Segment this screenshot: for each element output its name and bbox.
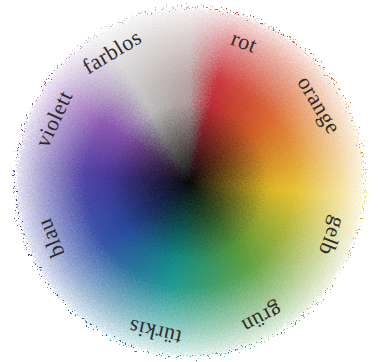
wheel-shading xyxy=(14,6,366,358)
